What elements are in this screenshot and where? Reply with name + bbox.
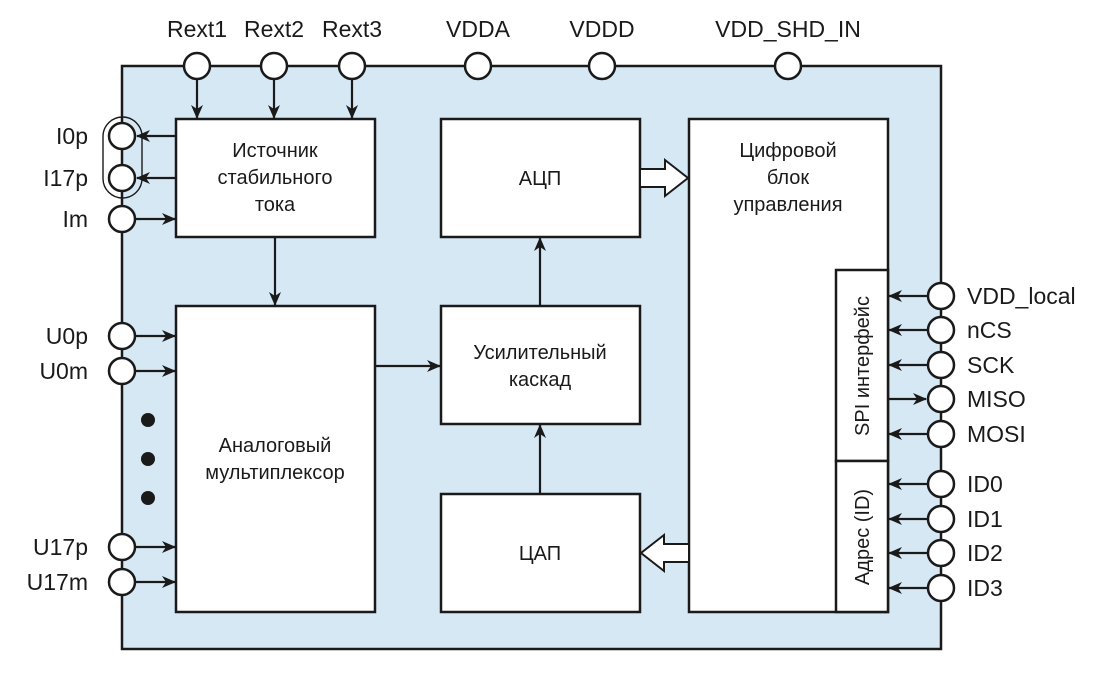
pin-u17p[interactable] <box>107 532 137 562</box>
label-u17p: U17p <box>33 534 88 560</box>
pin-id1[interactable] <box>926 504 956 534</box>
address-id-block <box>834 459 890 614</box>
label-mosi: MOSI <box>967 421 1026 447</box>
current-pins-group-outline <box>102 116 143 199</box>
pin-id2[interactable] <box>926 538 956 568</box>
pin-id3[interactable] <box>926 573 956 603</box>
pin-vdda[interactable] <box>463 51 493 81</box>
dac-block <box>439 492 642 614</box>
pin-miso[interactable] <box>926 384 956 414</box>
current-source-label-line2: стабильного <box>218 167 333 189</box>
amplifier-label-line2: каскад <box>509 369 572 391</box>
ellipsis-dot <box>141 452 155 466</box>
spi-interface-block <box>834 268 890 463</box>
pin-u17m[interactable] <box>107 567 137 597</box>
dac-label: ЦАП <box>519 543 561 565</box>
label-ncs: nCS <box>967 317 1012 343</box>
label-vdda: VDDA <box>446 16 511 42</box>
amplifier-block <box>439 304 642 426</box>
pin-vdd-local[interactable] <box>926 281 956 311</box>
pin-rext1[interactable] <box>182 51 212 81</box>
label-sck: SCK <box>967 352 1015 378</box>
adc-label: АЦП <box>519 168 562 190</box>
label-im: Im <box>62 206 88 232</box>
bus-arrow-adc-to-digital <box>639 157 690 199</box>
spi-interface-label: SPI интерфейс <box>852 296 874 436</box>
label-u0m: U0m <box>39 358 88 384</box>
pin-vdd-shd-in[interactable] <box>773 51 803 81</box>
label-id3: ID3 <box>967 575 1003 601</box>
digital-label-line3: управления <box>733 194 842 216</box>
amplifier-label-line1: Усилительный <box>473 342 606 364</box>
label-i0p: I0p <box>56 123 88 149</box>
label-miso: MISO <box>967 386 1026 412</box>
label-vdd-local: VDD_local <box>967 283 1076 309</box>
adc-block <box>439 117 642 239</box>
current-source-block <box>174 117 377 239</box>
label-rext2: Rext2 <box>244 16 304 42</box>
label-vdd-shd-in: VDD_SHD_IN <box>715 16 861 42</box>
analog-mux-block <box>174 304 377 614</box>
pin-ncs[interactable] <box>926 315 956 345</box>
pin-sck[interactable] <box>926 350 956 380</box>
ellipsis-dot <box>141 491 155 505</box>
label-u17m: U17m <box>27 569 88 595</box>
pin-u0m[interactable] <box>107 356 137 386</box>
pin-rext3[interactable] <box>337 51 367 81</box>
pin-vddd[interactable] <box>587 51 617 81</box>
mux-label-line1: Аналоговый <box>219 435 332 457</box>
digital-label-line2: блок <box>767 167 810 189</box>
ellipsis-dot <box>141 413 155 427</box>
label-id1: ID1 <box>967 506 1003 532</box>
pin-rext2[interactable] <box>259 51 289 81</box>
label-id0: ID0 <box>967 471 1003 497</box>
pin-mosi[interactable] <box>926 419 956 449</box>
pin-im[interactable] <box>107 204 137 234</box>
label-rext3: Rext3 <box>322 16 382 42</box>
pin-id0[interactable] <box>926 469 956 499</box>
pin-i17p[interactable] <box>107 163 137 193</box>
current-source-label-line1: Источник <box>232 140 318 162</box>
pin-u0p[interactable] <box>107 321 137 351</box>
label-rext1: Rext1 <box>167 16 227 42</box>
mux-label-line2: мультиплексор <box>205 462 344 484</box>
label-i17p: I17p <box>43 165 88 191</box>
label-id2: ID2 <box>967 540 1003 566</box>
address-id-label: Адрес (ID) <box>852 489 874 585</box>
label-u0p: U0p <box>46 323 88 349</box>
pin-i0p[interactable] <box>107 121 137 151</box>
label-vddd: VDDD <box>569 16 634 42</box>
digital-label-line1: Цифровой <box>739 140 836 162</box>
bus-arrow-digital-to-dac <box>639 532 690 574</box>
current-source-label-line3: тока <box>255 194 296 216</box>
